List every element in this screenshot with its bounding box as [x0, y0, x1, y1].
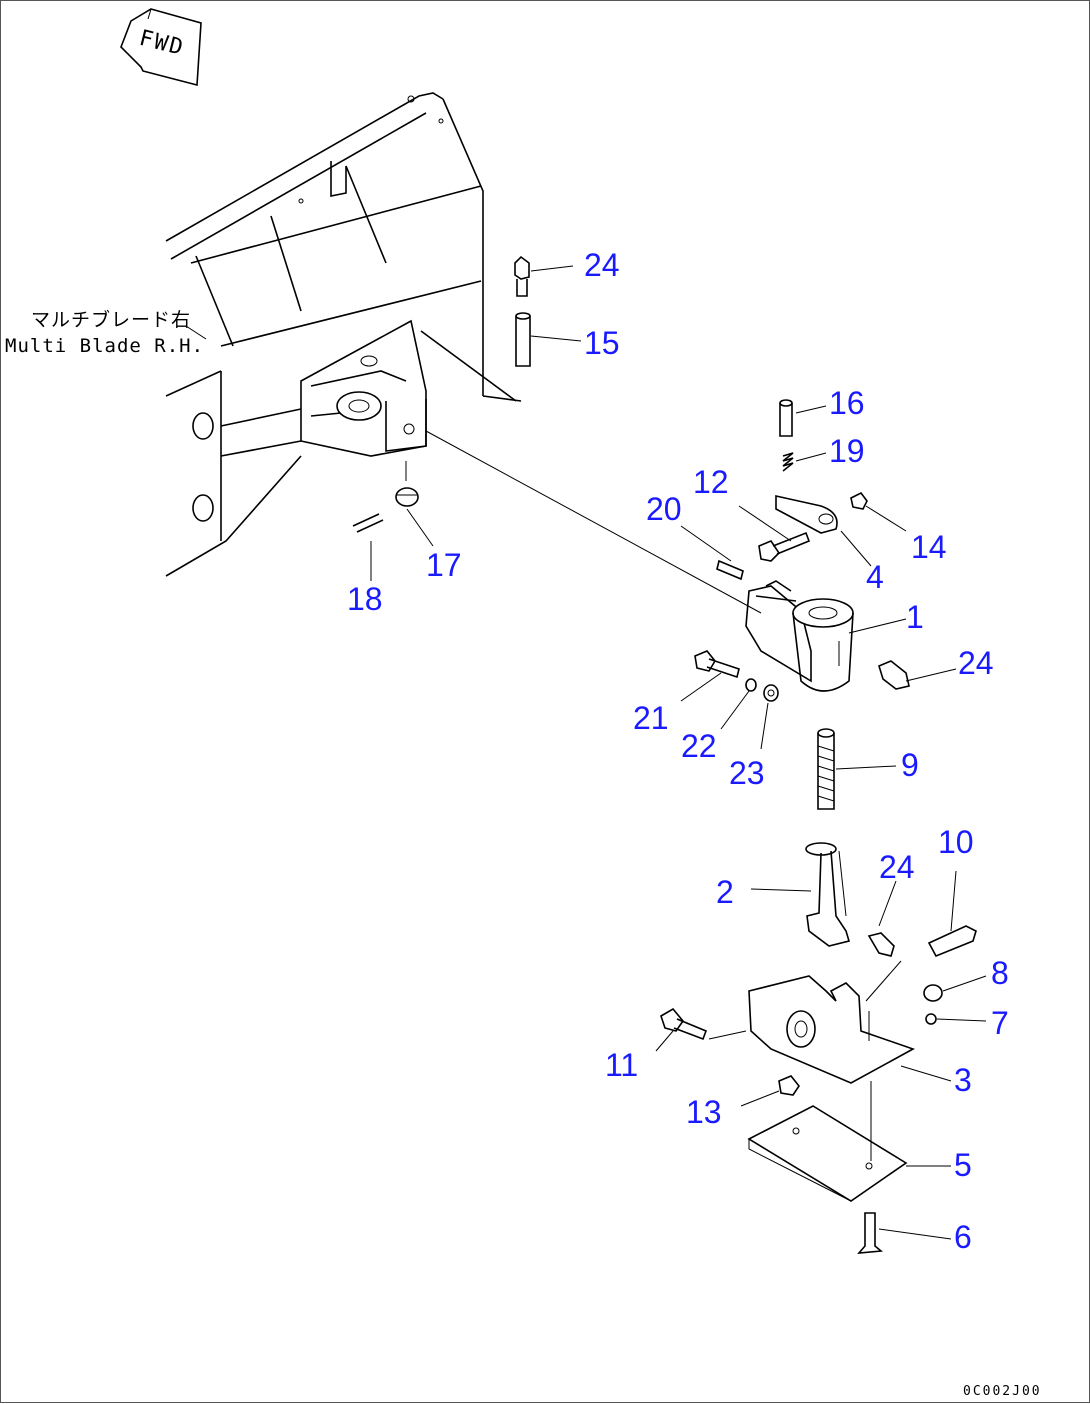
caption-japanese: マルチブレード右 — [31, 309, 192, 331]
nut-14 — [850, 491, 868, 510]
caption-english: Multi Blade R.H. — [5, 335, 205, 357]
callout-11: 11 — [605, 1047, 639, 1083]
drawing-code: 0C002J00 — [963, 1384, 1042, 1399]
shim-18 — [352, 513, 384, 533]
fitting-24-top — [514, 255, 530, 297]
washer-22 — [745, 678, 757, 692]
callout-24: 24 — [879, 849, 915, 885]
washer-7 — [925, 1013, 937, 1025]
bushing-17 — [395, 487, 419, 507]
callout-7: 7 — [991, 1005, 1009, 1041]
bolt-16 — [779, 399, 793, 437]
callout-19: 19 — [829, 433, 865, 469]
callout-14: 14 — [911, 529, 947, 565]
nut-13 — [778, 1075, 800, 1096]
callout-8: 8 — [991, 955, 1009, 991]
callout-5: 5 — [954, 1147, 972, 1183]
callout-24: 24 — [584, 247, 620, 283]
nut-8 — [923, 984, 943, 1002]
threaded-rod-9 — [817, 728, 835, 810]
base-3 — [748, 960, 915, 1084]
callout-24: 24 — [958, 645, 994, 681]
callout-9: 9 — [901, 747, 919, 783]
callout-13: 13 — [686, 1094, 722, 1130]
callout-17: 17 — [426, 547, 462, 583]
callout-3: 3 — [954, 1062, 972, 1098]
callout-6: 6 — [954, 1219, 972, 1255]
fitting-24-mid — [878, 660, 910, 690]
callout-22: 22 — [681, 728, 717, 764]
callout-10: 10 — [938, 824, 974, 860]
pin-15 — [515, 312, 531, 367]
fwd-arrow-icon — [120, 8, 202, 87]
callout-2: 2 — [716, 874, 734, 910]
bolt-6 — [857, 1212, 883, 1254]
pin-20 — [716, 559, 744, 581]
callout-1: 1 — [906, 599, 924, 635]
callout-20: 20 — [646, 491, 682, 527]
callout-4: 4 — [866, 559, 884, 595]
plate-5 — [747, 1081, 908, 1202]
callout-16: 16 — [829, 385, 865, 421]
washer-23 — [763, 684, 779, 702]
callout-12: 12 — [693, 464, 729, 500]
bolt-21 — [694, 650, 740, 679]
callout-21: 21 — [633, 700, 669, 736]
callout-18: 18 — [347, 581, 383, 617]
plate-4 — [775, 495, 838, 534]
spring-19 — [782, 452, 794, 472]
callout-15: 15 — [584, 325, 620, 361]
blade-bracket — [300, 319, 427, 457]
callout-23: 23 — [729, 755, 765, 791]
leader-lines — [185, 265, 987, 1240]
bolt-11 — [660, 1007, 747, 1041]
blade-body — [165, 92, 522, 577]
bracket-2 — [805, 842, 851, 947]
arm-1 — [745, 580, 854, 692]
fitting-24-low — [867, 932, 895, 957]
bolt-12 — [758, 531, 811, 562]
pin-10 — [927, 925, 977, 958]
